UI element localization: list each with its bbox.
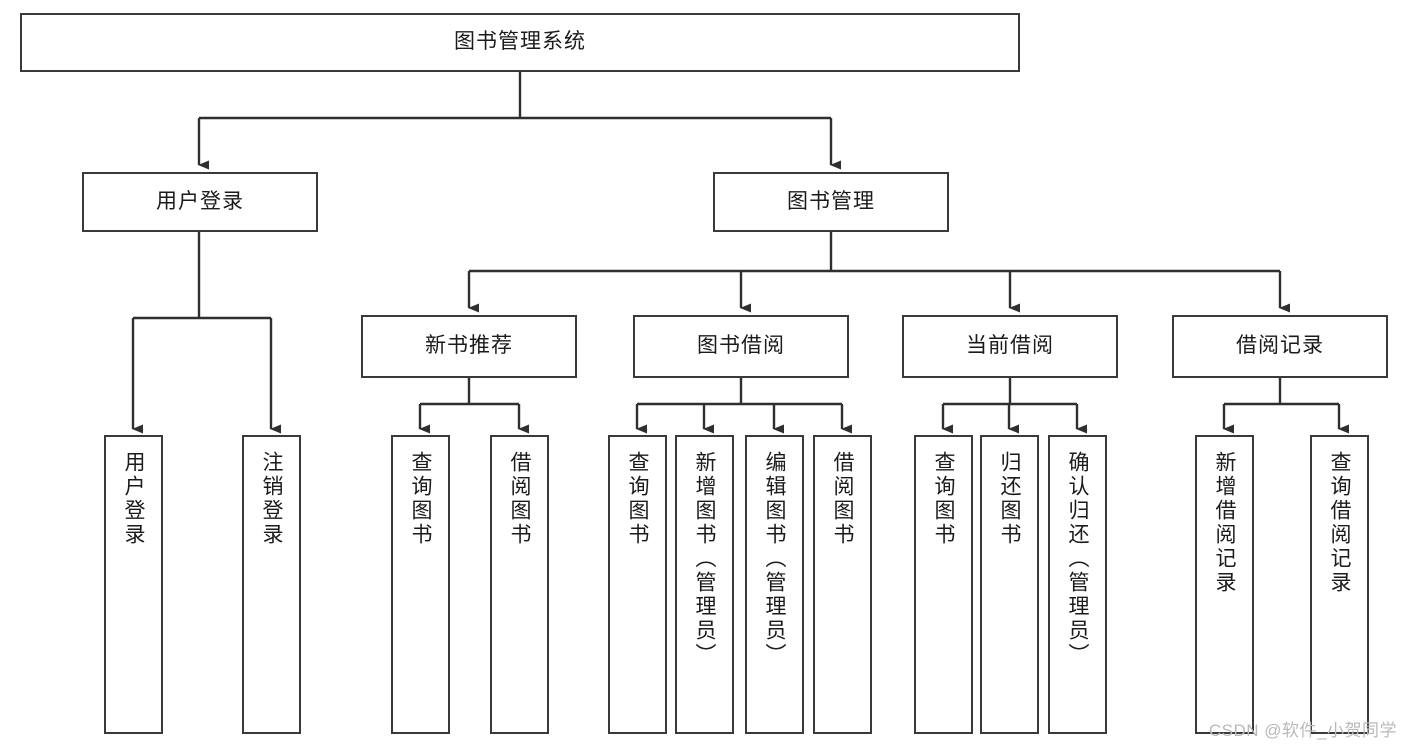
- node-borrow-record-label: 借阅记录: [1236, 334, 1324, 358]
- node-book-management[interactable]: 图书管理: [713, 172, 949, 232]
- node-new-book-recommend-label: 新书推荐: [425, 334, 513, 358]
- node-book-borrow-label: 图书借阅: [697, 334, 785, 358]
- leaf-user-login-login-label: 用户登录: [122, 451, 145, 547]
- leaf-book-borrow-borrow[interactable]: 借阅图书: [813, 435, 872, 734]
- leaf-book-borrow-edit[interactable]: 编辑图书（管理员）: [745, 435, 804, 734]
- leaf-current-borrow-return-label: 归还图书: [998, 451, 1021, 547]
- node-root[interactable]: 图书管理系统: [20, 13, 1020, 72]
- leaf-new-book-query[interactable]: 查询图书: [391, 435, 450, 734]
- node-root-label: 图书管理系统: [454, 30, 586, 54]
- leaf-borrow-record-add-label: 新增借阅记录: [1213, 451, 1236, 595]
- leaf-current-borrow-query[interactable]: 查询图书: [914, 435, 973, 734]
- leaf-book-borrow-borrow-label: 借阅图书: [831, 451, 854, 547]
- leaf-borrow-record-add[interactable]: 新增借阅记录: [1195, 435, 1254, 734]
- leaf-current-borrow-return[interactable]: 归还图书: [980, 435, 1039, 734]
- node-new-book-recommend[interactable]: 新书推荐: [361, 315, 577, 378]
- node-current-borrow-label: 当前借阅: [966, 334, 1054, 358]
- node-current-borrow[interactable]: 当前借阅: [902, 315, 1118, 378]
- leaf-book-borrow-add-label: 新增图书（管理员）: [693, 451, 716, 667]
- leaf-current-borrow-query-label: 查询图书: [932, 451, 955, 547]
- node-user-login-label: 用户登录: [156, 189, 244, 213]
- leaf-user-login-logout-label: 注销登录: [260, 451, 283, 547]
- leaf-new-book-borrow-label: 借阅图书: [508, 451, 531, 547]
- node-book-management-label: 图书管理: [787, 189, 875, 213]
- leaf-book-borrow-edit-label: 编辑图书（管理员）: [763, 451, 786, 667]
- leaf-book-borrow-query[interactable]: 查询图书: [608, 435, 667, 734]
- leaf-book-borrow-add[interactable]: 新增图书（管理员）: [675, 435, 734, 734]
- leaf-current-borrow-confirm[interactable]: 确认归还（管理员）: [1048, 435, 1107, 734]
- node-book-borrow[interactable]: 图书借阅: [633, 315, 849, 378]
- leaf-user-login-login[interactable]: 用户登录: [104, 435, 163, 734]
- leaf-borrow-record-query[interactable]: 查询借阅记录: [1310, 435, 1369, 734]
- leaf-user-login-logout[interactable]: 注销登录: [242, 435, 301, 734]
- leaf-new-book-query-label: 查询图书: [409, 451, 432, 547]
- node-borrow-record[interactable]: 借阅记录: [1172, 315, 1388, 378]
- leaf-borrow-record-query-label: 查询借阅记录: [1328, 451, 1351, 595]
- csdn-watermark: CSDN @软件_小贺同学: [1208, 721, 1397, 740]
- leaf-new-book-borrow[interactable]: 借阅图书: [490, 435, 549, 734]
- leaf-current-borrow-confirm-label: 确认归还（管理员）: [1066, 451, 1089, 667]
- leaf-book-borrow-query-label: 查询图书: [626, 451, 649, 547]
- node-user-login[interactable]: 用户登录: [82, 172, 318, 232]
